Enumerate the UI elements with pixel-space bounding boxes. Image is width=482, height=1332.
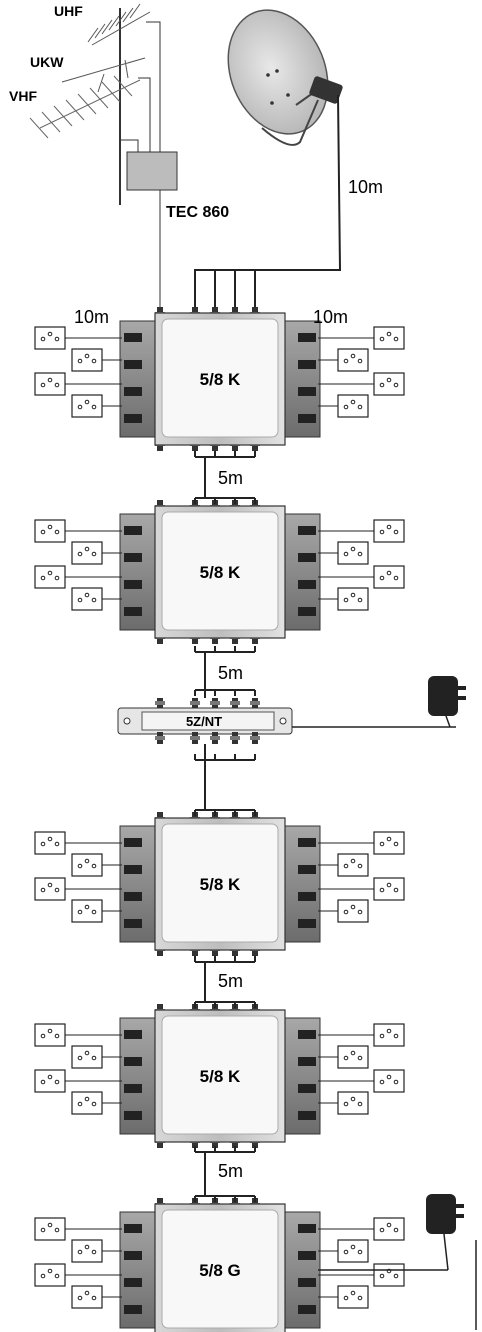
outlet-socket-icon [71, 348, 103, 372]
outlet-socket-icon [373, 1217, 405, 1241]
outlet-socket-icon [71, 853, 103, 877]
power-supply-icon [426, 1194, 464, 1271]
multiswitch-label: 5/8 K [200, 1067, 241, 1086]
trunk-cable-length: 5m [218, 468, 243, 488]
power-inserter-label: 5Z/NT [186, 714, 222, 729]
trunk-cable: 5m [194, 1146, 256, 1202]
ukw-antenna-icon [61, 57, 146, 93]
multiswitch-unit: 5/8 K [34, 500, 405, 644]
vhf-label: VHF [9, 88, 37, 104]
outlet-socket-icon [337, 853, 369, 877]
outlet-socket-icon [34, 1217, 66, 1241]
trunk-cable-length: 5m [218, 971, 243, 991]
uhf-antenna-icon [87, 3, 151, 46]
outlet-socket-icon [337, 1285, 369, 1309]
outlet-socket-icon [34, 565, 66, 589]
power-supply-icon [428, 676, 466, 728]
outlet-socket-icon [34, 1069, 66, 1093]
outlet-socket-icon [373, 1023, 405, 1047]
trunk-cable: 5m [194, 646, 256, 696]
outlet-socket-icon [337, 394, 369, 418]
terrestrial-antenna [29, 3, 178, 312]
outlet-socket-icon [34, 1023, 66, 1047]
outlet-socket-icon [71, 541, 103, 565]
outlet-socket-icon [71, 587, 103, 611]
trunk-cable: 5m [194, 451, 256, 504]
outlet-socket-icon [337, 541, 369, 565]
outlet-socket-icon [373, 519, 405, 543]
outlet-socket-icon [373, 372, 405, 396]
ukw-label: UKW [30, 54, 64, 70]
trunk-cable-length: 5m [218, 663, 243, 683]
outlet-socket-icon [34, 519, 66, 543]
multiswitch-unit: 5/8 K [34, 307, 405, 451]
outlet-socket-icon [373, 565, 405, 589]
multiswitch-cascade: 5/8 K 5/8 K 5/8 K 5/8 K 5/8 G 5m 5m 5m 5m 5Z/NT [34, 307, 477, 1332]
vhf-antenna-icon [29, 75, 141, 139]
multiswitch-unit: 5/8 K [34, 812, 405, 956]
outlet-socket-icon [71, 1091, 103, 1115]
multiswitch-unit: 5/8 K [34, 1004, 405, 1148]
outlet-socket-icon [71, 394, 103, 418]
outlet-socket-icon [337, 1045, 369, 1069]
multiswitch-label: 5/8 G [199, 1261, 241, 1280]
outlet-socket-icon [373, 831, 405, 855]
multiswitch-label: 5/8 K [200, 370, 241, 389]
top-left-cable-label: 10m [74, 307, 109, 327]
outlet-socket-icon [71, 899, 103, 923]
power-inserter-unit: 5Z/NT [117, 676, 466, 744]
outlet-socket-icon [34, 372, 66, 396]
outlet-socket-icon [337, 1091, 369, 1115]
outlet-socket-icon [373, 1263, 405, 1287]
top-right-cable-label: 10m [313, 307, 348, 327]
outlet-socket-icon [337, 1239, 369, 1263]
multiswitch-unit: 5/8 G [34, 1194, 464, 1332]
multiswitch-label: 5/8 K [200, 563, 241, 582]
outlet-socket-icon [373, 326, 405, 350]
multiswitch-label: 5/8 K [200, 875, 241, 894]
outlet-socket-icon [337, 899, 369, 923]
amplifier-label: TEC 860 [166, 204, 229, 221]
amplifier-box [126, 151, 178, 191]
outlet-socket-icon [34, 326, 66, 350]
outlet-socket-icon [337, 348, 369, 372]
outlet-socket-icon [373, 1069, 405, 1093]
outlet-socket-icon [337, 587, 369, 611]
outlet-socket-icon [34, 831, 66, 855]
uhf-label: UHF [54, 3, 83, 19]
outlet-socket-icon [34, 1263, 66, 1287]
outlet-socket-icon [34, 877, 66, 901]
trunk-cable-length: 5m [218, 1161, 243, 1181]
trunk-cable: 5m [194, 956, 256, 1008]
outlet-socket-icon [71, 1285, 103, 1309]
trunk-cable [194, 754, 256, 816]
outlet-socket-icon [71, 1045, 103, 1069]
outlet-socket-icon [71, 1239, 103, 1263]
dish-cable-label: 10m [348, 177, 383, 197]
satellite-dish-icon [194, 9, 343, 312]
outlet-socket-icon [373, 877, 405, 901]
